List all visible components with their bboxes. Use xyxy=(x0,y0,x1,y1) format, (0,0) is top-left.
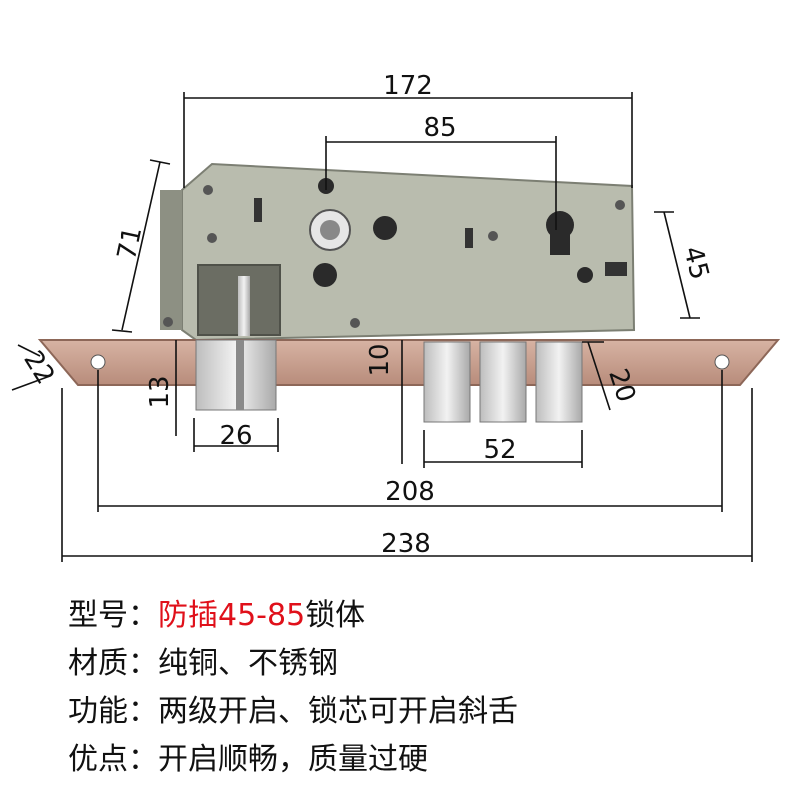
dim-label-13: 13 xyxy=(145,375,175,408)
spec-model-value: 防插45-85 xyxy=(158,598,306,633)
dim-label-172: 172 xyxy=(383,71,433,101)
dimension-lines xyxy=(11,92,753,562)
dim-label-45: 45 xyxy=(677,243,714,282)
dim-label-52: 52 xyxy=(483,435,516,465)
spec-advantage: 优点：开启顺畅，质量过硬 xyxy=(68,734,428,778)
dim-label-238: 238 xyxy=(381,529,431,559)
latch-tongue xyxy=(195,339,277,411)
faceplate-screw-hole-left xyxy=(90,354,106,370)
spec-label: 材质： xyxy=(68,646,158,681)
dim-label-71: 71 xyxy=(112,224,148,263)
dim-label-208: 208 xyxy=(385,477,435,507)
dead-bolts xyxy=(423,341,583,423)
spec-function: 功能：两级开启、锁芯可开启斜舌 xyxy=(68,686,518,730)
spec-label: 功能： xyxy=(68,694,158,729)
spec-label: 优点： xyxy=(68,742,158,777)
spec-advantage-value: 开启顺畅，质量过硬 xyxy=(158,742,428,777)
faceplate-screw-hole-right xyxy=(714,354,730,370)
dim-label-26: 26 xyxy=(219,421,252,451)
spec-material-value: 纯铜、不锈钢 xyxy=(158,646,338,681)
lock-case xyxy=(160,162,636,342)
dim-label-10: 10 xyxy=(365,343,395,376)
spec-function-value: 两级开启、锁芯可开启斜舌 xyxy=(158,694,518,729)
spec-model-suffix: 锁体 xyxy=(305,598,366,633)
lock-body-diagram: 172 85 71 45 22 13 26 10 20 52 208 238 xyxy=(11,71,781,562)
spec-label: 型号： xyxy=(68,598,158,633)
spec-material: 材质：纯铜、不锈钢 xyxy=(68,638,338,682)
dim-label-85: 85 xyxy=(423,113,456,143)
spec-model: 型号：防插45-85锁体 xyxy=(68,590,365,634)
